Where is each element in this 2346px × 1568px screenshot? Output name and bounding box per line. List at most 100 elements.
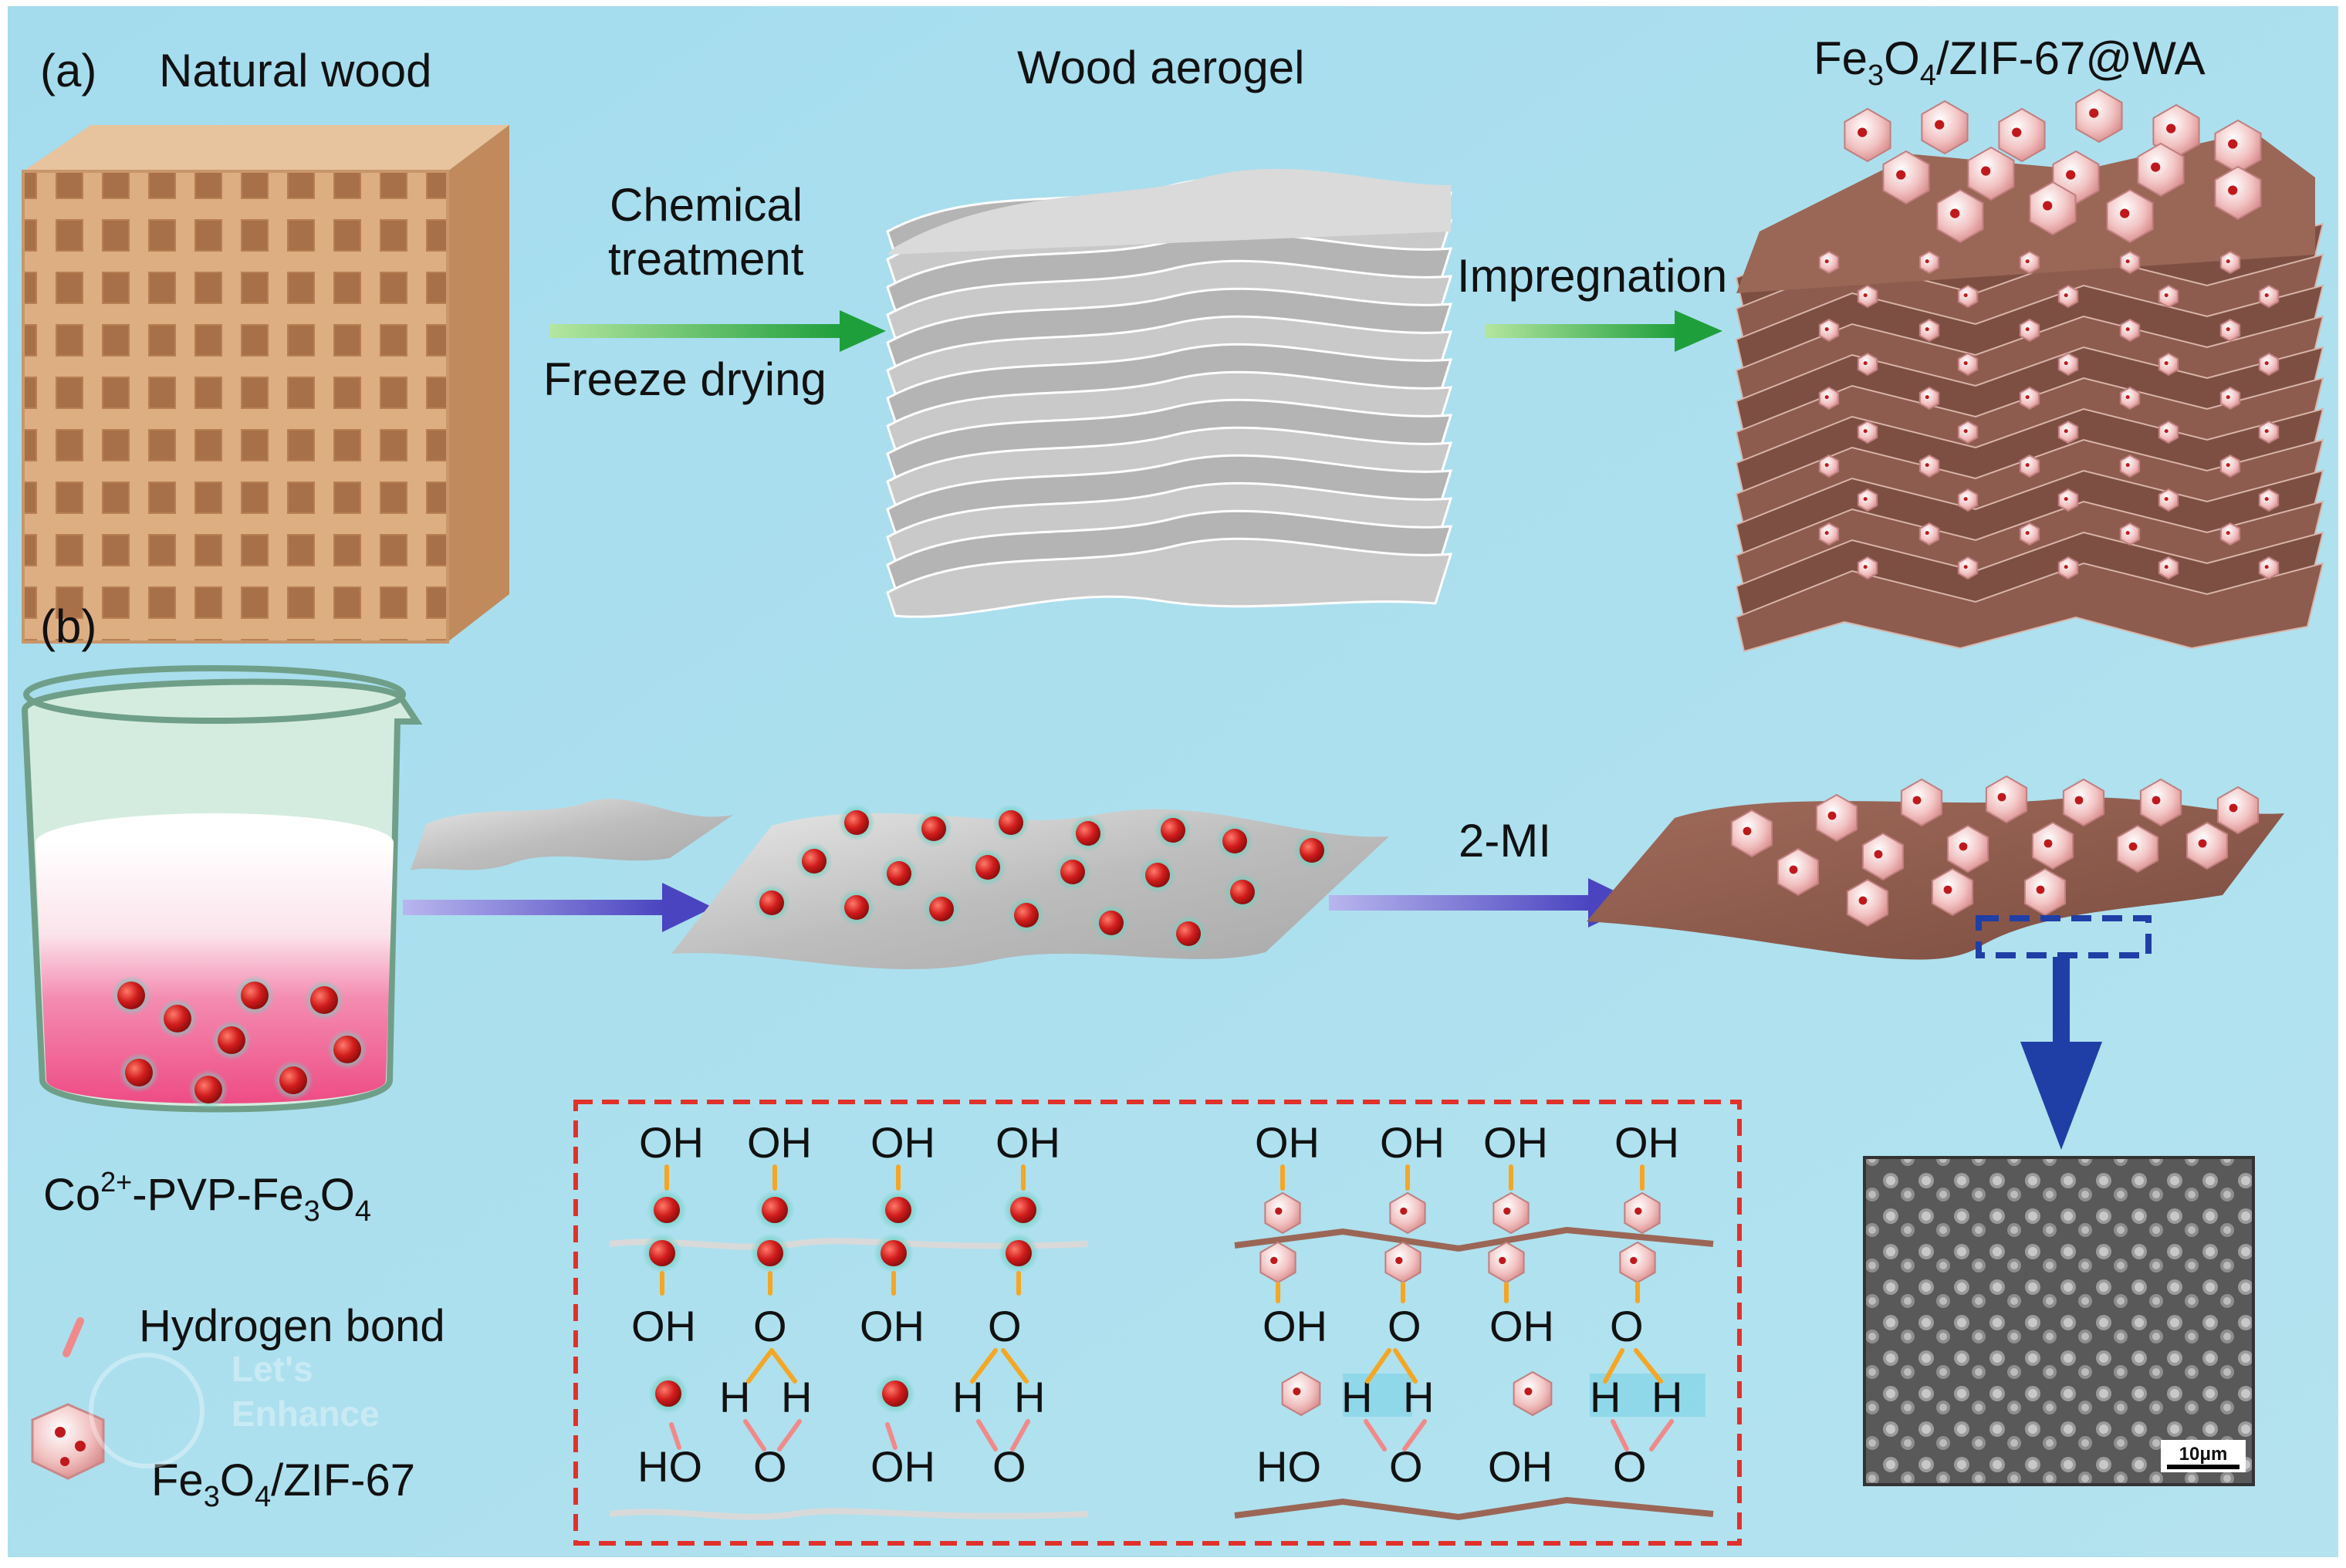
zif-crystal-body	[2031, 821, 2074, 870]
zif-crystal	[1900, 778, 1943, 827]
zif-crystal-core	[2152, 796, 2161, 805]
zif-crystal-core	[1824, 395, 1829, 400]
group-label: O	[988, 1302, 1022, 1350]
zif-crystal-body	[2106, 188, 2154, 244]
zif-crystal-core	[1824, 463, 1829, 468]
zif-crystal-body	[2119, 386, 2141, 411]
group-label: HO	[1256, 1442, 1321, 1491]
zif-crystal	[2106, 188, 2154, 244]
hydroxyl-label: OH	[747, 1118, 812, 1167]
zif-crystal	[2139, 778, 2182, 827]
zif-crystal	[1818, 454, 1840, 478]
fe3o4-particle	[1145, 863, 1170, 887]
wood-aerogel-stack	[886, 168, 1453, 618]
zif-crystal-body	[1918, 454, 1940, 478]
zif-crystal-body	[1931, 867, 1974, 917]
zif-crystal-core	[2125, 395, 2130, 400]
hydroxyl-label: OH	[1483, 1118, 1548, 1167]
zif-crystal-body	[2119, 318, 2141, 343]
group-label: OH	[870, 1442, 935, 1491]
fe3o4-particle	[1099, 911, 1124, 935]
zif-crystal-core	[1634, 1207, 1642, 1215]
zif-crystal-body	[1818, 250, 1840, 275]
fe3o4-particle	[1060, 860, 1085, 884]
group-label: OH	[631, 1302, 696, 1350]
zif-crystal	[2031, 821, 2074, 870]
zif-crystal-core	[2125, 463, 2130, 468]
zif-crystal-body	[2185, 821, 2229, 870]
zif-crystal-core	[2164, 565, 2169, 569]
zif-crystal-body	[2219, 454, 2241, 478]
hydroxyl-label: OH	[1614, 1118, 1679, 1167]
zif-crystal-body	[1918, 250, 1940, 275]
zif-crystal-body	[2158, 284, 2179, 309]
zif-crystal-core	[2226, 463, 2230, 468]
zif-crystal	[1818, 318, 1840, 343]
zif-crystal-core	[2229, 803, 2238, 813]
arrow-zoom-down	[2020, 957, 2102, 1150]
group-label: O	[992, 1442, 1026, 1491]
step2-label-impregnation: Impregnation	[1457, 250, 1727, 302]
fe3o4-particle	[929, 897, 954, 921]
zif-crystal-core	[2228, 139, 2238, 149]
zif-crystal-body	[1857, 352, 1878, 377]
zif-crystal-core	[2264, 293, 2269, 298]
zif-crystal	[2019, 250, 2040, 275]
zif-crystal-core	[2228, 185, 2238, 195]
zif-crystal	[1936, 188, 1984, 244]
zif-crystal	[2119, 318, 2141, 343]
zif-crystal-body	[2139, 778, 2182, 827]
zif-crystal	[2062, 778, 2105, 827]
zif-crystal-core	[1789, 865, 1798, 874]
zif-crystal	[1857, 556, 1878, 580]
zif-crystal-core	[2125, 531, 2130, 536]
zif-crystal	[2219, 386, 2241, 411]
fe3o4-particle	[1014, 903, 1039, 928]
zif-crystal-core	[2012, 127, 2022, 137]
zif-crystal	[1882, 150, 1930, 205]
hydrogen-label: H	[719, 1373, 750, 1421]
fe3o4-particle	[655, 1380, 681, 1407]
step1-label-treatment: treatment	[608, 233, 804, 285]
zif-crystal-body	[1921, 100, 1969, 155]
panel-b-label: (b)	[40, 600, 96, 652]
particle-loaded-sheet	[671, 804, 1389, 969]
zif-crystal	[1918, 250, 1940, 275]
zif-crystal	[1857, 488, 1878, 512]
zif-crystal	[1931, 867, 1974, 917]
zif-crystal-core	[1824, 259, 1829, 264]
group-label: OH	[1488, 1442, 1553, 1491]
zif-crystal-core	[1824, 327, 1829, 332]
zif-crystal-core	[2064, 361, 2068, 366]
fe3o4-particle	[999, 810, 1023, 835]
zif-crystal	[2119, 454, 2141, 478]
bond-line	[777, 1419, 802, 1451]
zif-crystal-body	[2019, 454, 2040, 478]
zif-crystal-body	[2075, 88, 2123, 144]
zif-crystal-core	[2198, 839, 2207, 848]
fe3o4-particle	[885, 1197, 911, 1223]
fe3o4-particle	[921, 816, 946, 841]
zif-crystal	[1384, 1241, 1421, 1284]
zif-crystal	[2019, 454, 2040, 478]
zif-crystal-core	[1963, 565, 1968, 569]
bond-line	[1611, 1419, 1629, 1451]
bond-line	[669, 1422, 681, 1450]
sem-image: 10μm	[1863, 1156, 2255, 1486]
zif-crystal-core	[1499, 1256, 1506, 1265]
arrow-impregnation	[1485, 310, 1722, 352]
zif-crystal-body	[2158, 488, 2179, 512]
sheet-zif-crystals	[1730, 775, 2260, 928]
zif-crystal-core	[1863, 429, 1868, 434]
fe3o4-particle	[762, 1197, 788, 1223]
zif-crystal-core	[1925, 327, 1929, 332]
zif-crystal	[1818, 250, 1840, 275]
step-label-2mi: 2-MI	[1459, 815, 1551, 867]
composite-sheet	[1735, 562, 2324, 653]
zif-crystal-core	[1275, 1207, 1283, 1215]
zif-crystal-body	[1957, 488, 1979, 512]
zif-crystal	[1776, 847, 1820, 897]
zif-crystal	[1998, 107, 2046, 163]
zif-crystal-body	[2219, 250, 2241, 275]
